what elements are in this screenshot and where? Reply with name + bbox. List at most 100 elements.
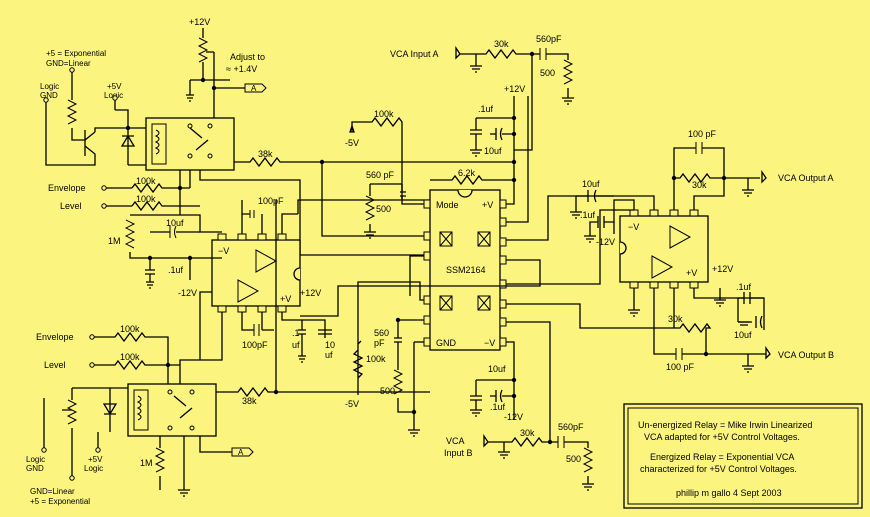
r-500-a-label: 500 [376,204,391,214]
lin-top-label: GND=Linear [46,59,91,68]
r-1m-b-label: 1M [140,458,153,468]
vca-input-b: VCA Input B 30k 560pF 500 [444,321,594,491]
c-10uf-d-label: 10uf [734,330,752,340]
r-1m-a-label: 1M [108,236,121,246]
cv-inputs-b: Envelope Level 100k 100k [36,312,223,392]
note-line-3: Energized Relay = Exponential VCA [650,452,794,462]
feedback-u3-a: 100 pF 30k VCA Output A [506,129,834,241]
r-38k-top: 38k [199,149,514,256]
decoupling-ssm-bottom: 10uf .1uf -12V [470,341,523,422]
r-100k-a-label: 100k [374,109,394,119]
r-100k-lvl-a: 100k [136,194,156,204]
note-line-2: VCA adapted for +5V Control Voltages. [644,432,800,442]
c-100pf-oa-label: 100 pF [688,129,717,139]
note-box: Un-energized Relay = Mike Irwin Lineariz… [623,403,863,509]
c-100pf-a-label: 100pF [258,196,284,206]
plus5-bot-1: +5V [88,455,103,464]
plus12-c-label: +12V [712,264,733,274]
c-560-a-label: 560pF [536,34,562,44]
exp-bot-label: +5 = Exponential [30,497,90,506]
logic-gnd-bot-2: GND [26,464,44,473]
c-10uf-f-label: 10uf [488,364,506,374]
r-500-c-label: 500 [380,386,395,396]
decoupling-ssm-top: +12V .1uf 10uf [470,84,525,205]
r-500-d-label: 500 [566,454,581,464]
plus5-bot-2: Logic [84,464,103,473]
control-input-top: +5 = Exponential GND=Linear Logic GND +5… [40,49,146,166]
plus5-top-1: +5V [107,82,122,91]
u1-minus-v: −V [218,246,229,256]
c-1uf-f-label: .1uf [490,402,506,412]
plus12-b-label: +12V [504,84,525,94]
c-1uf-d-label: .1uf [736,282,752,292]
r-30k-fa-label: 30k [692,180,707,190]
adjust-label-1: Adjust to [230,52,265,62]
routing [199,96,634,360]
r-500-b-label: 500 [540,68,555,78]
opamp-u1: −V +V 100pF [211,196,430,313]
neg12-b-label: -12V [596,237,615,247]
level-b-label: Level [44,360,66,370]
c-560-mode-label: 560 pF [366,170,395,180]
logic-gnd-top-1: Logic [40,82,59,91]
vca-out-a-label: VCA Output A [778,173,834,183]
plus5-top-2: Logic [104,91,123,100]
control-input-bottom: Logic GND +5V Logic GND=Linear +5 = Expo… [26,387,128,506]
vca-in-b-2-label: Input B [444,448,473,458]
plus12-top-label: +12V [189,17,210,27]
c-10uf-e2-label: uf [325,350,333,360]
vca-in-a-label: VCA Input A [390,49,439,59]
logic-gnd-bot-1: Logic [26,455,45,464]
r-30k-fb-label: 30k [668,314,683,324]
decoupling-u1: +12V .1 uf 10 uf 100pF [241,288,335,363]
lin-bot-label: GND=Linear [30,487,75,496]
neg5-bot-label: -5V [345,399,359,409]
r-100k-lvl-b: 100k [120,352,140,362]
ssm-plus-v-label: +V [482,200,493,210]
feedback-left-a: 1M 10uf .1uf -12V [108,214,222,298]
c-1uf-e-label: .1 [292,328,300,338]
neg12-a-label: -12V [178,288,197,298]
envelope-b-label: Envelope [36,332,74,342]
u1-plus-v: +V [280,294,291,304]
note-credit: phillip m gallo 4 Sept 2003 [676,488,782,498]
ssm2164-chip: Mode +V SSM2164 GND −V [423,189,507,351]
r-62k-label: 6.2k [458,168,476,178]
r-100k-env-b: 100k [120,324,140,334]
ssm-mode-label: Mode [436,200,459,210]
feedback-u3-b: +12V .1uf 10uf 30k 100 pF VCA Output B [506,264,834,373]
level-a-label: Level [60,201,82,211]
c-560-gnd-1: 560 [374,328,389,338]
c-100pf-b-label: 100pF [242,340,268,350]
plus12-a-label: +12V [300,288,321,298]
envelope-a-label: Envelope [48,183,86,193]
ssm-gnd-label: GND [436,338,457,348]
r-38k-b-label: 38k [242,396,257,406]
c-1uf-b-label: .1uf [478,104,494,114]
ssm-minus-v-label: −V [484,338,495,348]
c-560-gnd-2: pF [374,338,385,348]
u3-plus-v: +V [686,268,697,278]
relay-top [145,117,235,171]
adjust-label-2: ≈ +1.4V [226,64,257,74]
trimmer-top: +12V A Adjust to ≈ +1.4V [186,17,267,118]
r-30k-b-label: 30k [520,428,535,438]
c-100pf-ob-label: 100 pF [666,362,695,372]
neg5-top-label: -5V [345,138,359,148]
opamp-u3: −V +V [619,209,709,289]
c-1uf-c-label: .1uf [580,210,596,220]
c-10uf-a-label: 10uf [166,218,184,228]
note-line-1: Un-energized Relay = Mike Irwin Lineariz… [638,420,812,430]
c-1uf-e2-label: uf [292,340,300,350]
note-line-4: characterized for +5V Control Voltages. [640,464,797,474]
ssm-bottom-network: -5V 100k 560 pF 500 [345,281,424,437]
r-38k-a-label: 38k [258,149,273,159]
neg12-c-label: -12V [504,412,523,422]
tag-b-label: A [238,448,244,457]
r-100k-env-a: 100k [136,176,156,186]
c-10uf-b-label: 10uf [484,146,502,156]
c-560-b-label: 560pF [558,422,584,432]
c-10uf-c-label: 10uf [582,179,600,189]
vca-out-b-label: VCA Output B [778,350,834,360]
